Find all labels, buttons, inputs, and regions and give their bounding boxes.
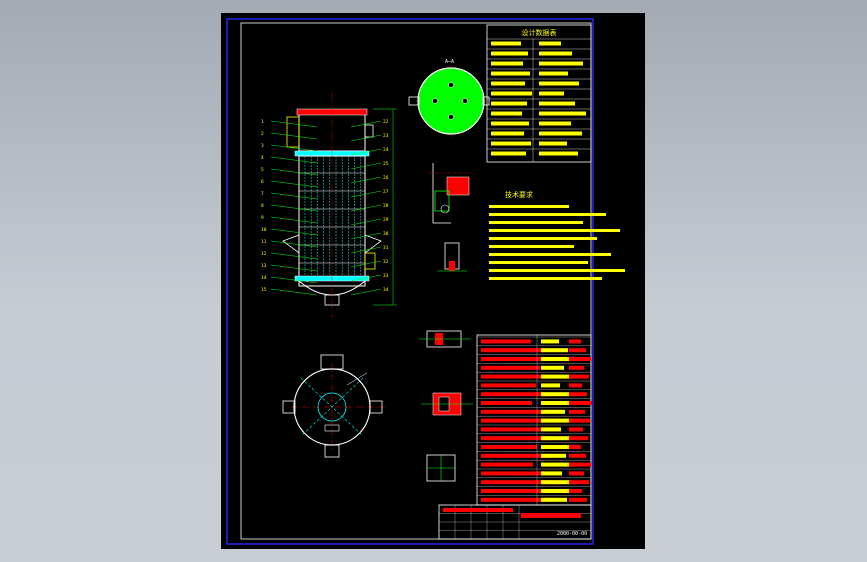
drawing-sheet: 设计数据表 A–A <box>221 13 645 549</box>
tech-req-lines <box>489 205 625 280</box>
part-balloon: 34 <box>383 287 389 293</box>
part-leaders: 2223242526272829303132333412345678910111… <box>261 119 389 296</box>
technical-requirements[interactable]: 技术要求 <box>489 190 625 280</box>
part-balloon: 33 <box>383 273 389 279</box>
part-balloon: 6 <box>261 179 264 185</box>
part-balloon: 5 <box>261 167 264 173</box>
part-balloon: 14 <box>261 275 267 281</box>
part-balloon: 2 <box>261 131 264 137</box>
design-data-table[interactable]: 设计数据表 <box>486 24 592 163</box>
part-balloon: 1 <box>261 119 264 125</box>
part-balloon: 31 <box>383 245 389 251</box>
part-balloon: 4 <box>261 155 264 161</box>
part-balloon: 15 <box>261 287 267 293</box>
part-balloon: 26 <box>383 175 389 181</box>
part-balloon: 24 <box>383 147 389 153</box>
drawing-number: 2000-00-00 <box>557 531 587 537</box>
tube-bundle <box>299 156 365 276</box>
part-balloon: 25 <box>383 161 389 167</box>
detail-views[interactable] <box>419 163 473 482</box>
part-balloon: 7 <box>261 191 264 197</box>
border-frame <box>226 18 594 545</box>
part-balloon: 10 <box>261 227 267 233</box>
part-balloon: 11 <box>261 239 267 245</box>
part-balloon: 13 <box>261 263 267 269</box>
cad-drawing[interactable]: 设计数据表 A–A <box>221 13 645 549</box>
part-balloon: 27 <box>383 189 389 195</box>
part-balloon: 12 <box>261 251 267 257</box>
title-block-grid <box>439 505 591 539</box>
part-balloon: 29 <box>383 217 389 223</box>
part-balloon: 32 <box>383 259 389 265</box>
part-balloon: 9 <box>261 215 264 221</box>
part-balloon: 22 <box>383 119 389 125</box>
parts-list-table[interactable] <box>476 334 592 506</box>
part-balloon: 8 <box>261 203 264 209</box>
title-block[interactable]: 2000-00-00 <box>438 504 592 540</box>
vessel-elevation[interactable]: 2223242526272829303132333412345678910111… <box>261 93 397 318</box>
view-label: A–A <box>445 59 454 65</box>
tech-req-heading: 技术要求 <box>505 190 533 199</box>
part-balloon: 30 <box>383 231 389 237</box>
part-balloon: 23 <box>383 133 389 139</box>
design-data-rows <box>487 38 591 162</box>
design-data-heading: 设计数据表 <box>522 28 557 37</box>
head-top-view[interactable]: A–A <box>408 59 490 137</box>
part-balloon: 28 <box>383 203 389 209</box>
part-balloon: 3 <box>261 143 264 149</box>
parts-rows <box>477 335 592 505</box>
vessel-plan-view[interactable] <box>282 354 385 458</box>
